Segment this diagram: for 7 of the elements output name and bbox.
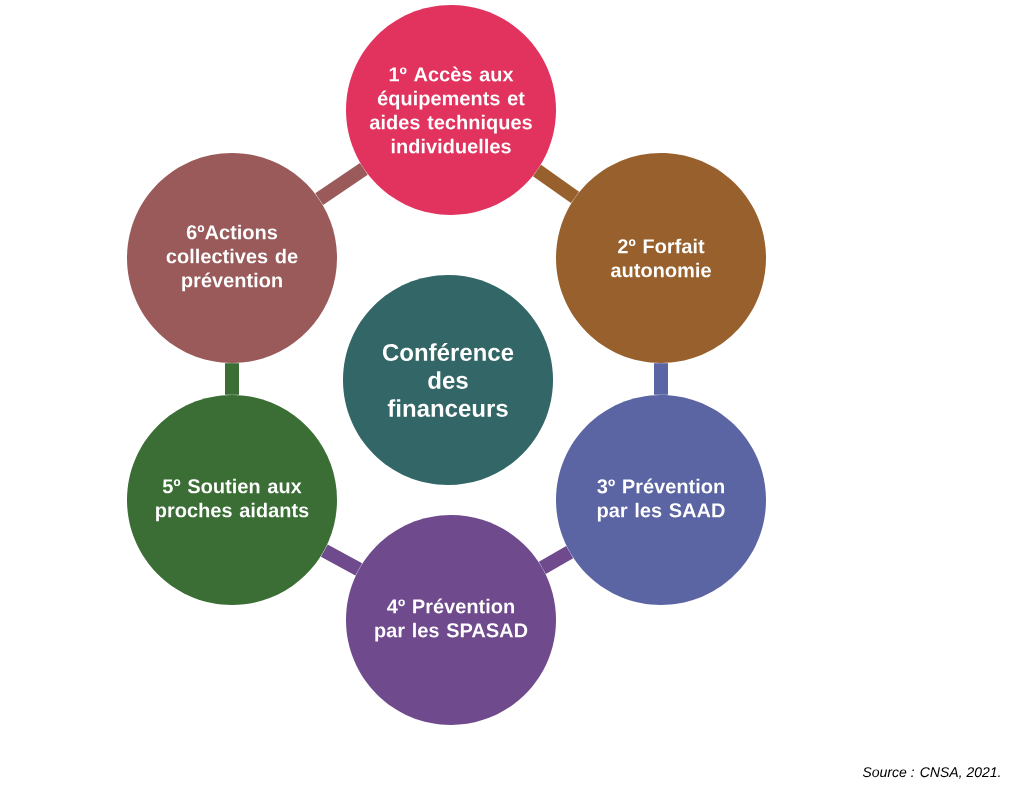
connector-bar bbox=[532, 164, 580, 204]
connector-bar bbox=[315, 163, 368, 205]
connector-bar bbox=[225, 363, 239, 395]
connector-bar bbox=[538, 546, 574, 574]
source-note: Source : CNSA, 2021. bbox=[862, 767, 1000, 779]
connector-bar bbox=[654, 363, 668, 395]
connector-bar bbox=[320, 544, 363, 576]
